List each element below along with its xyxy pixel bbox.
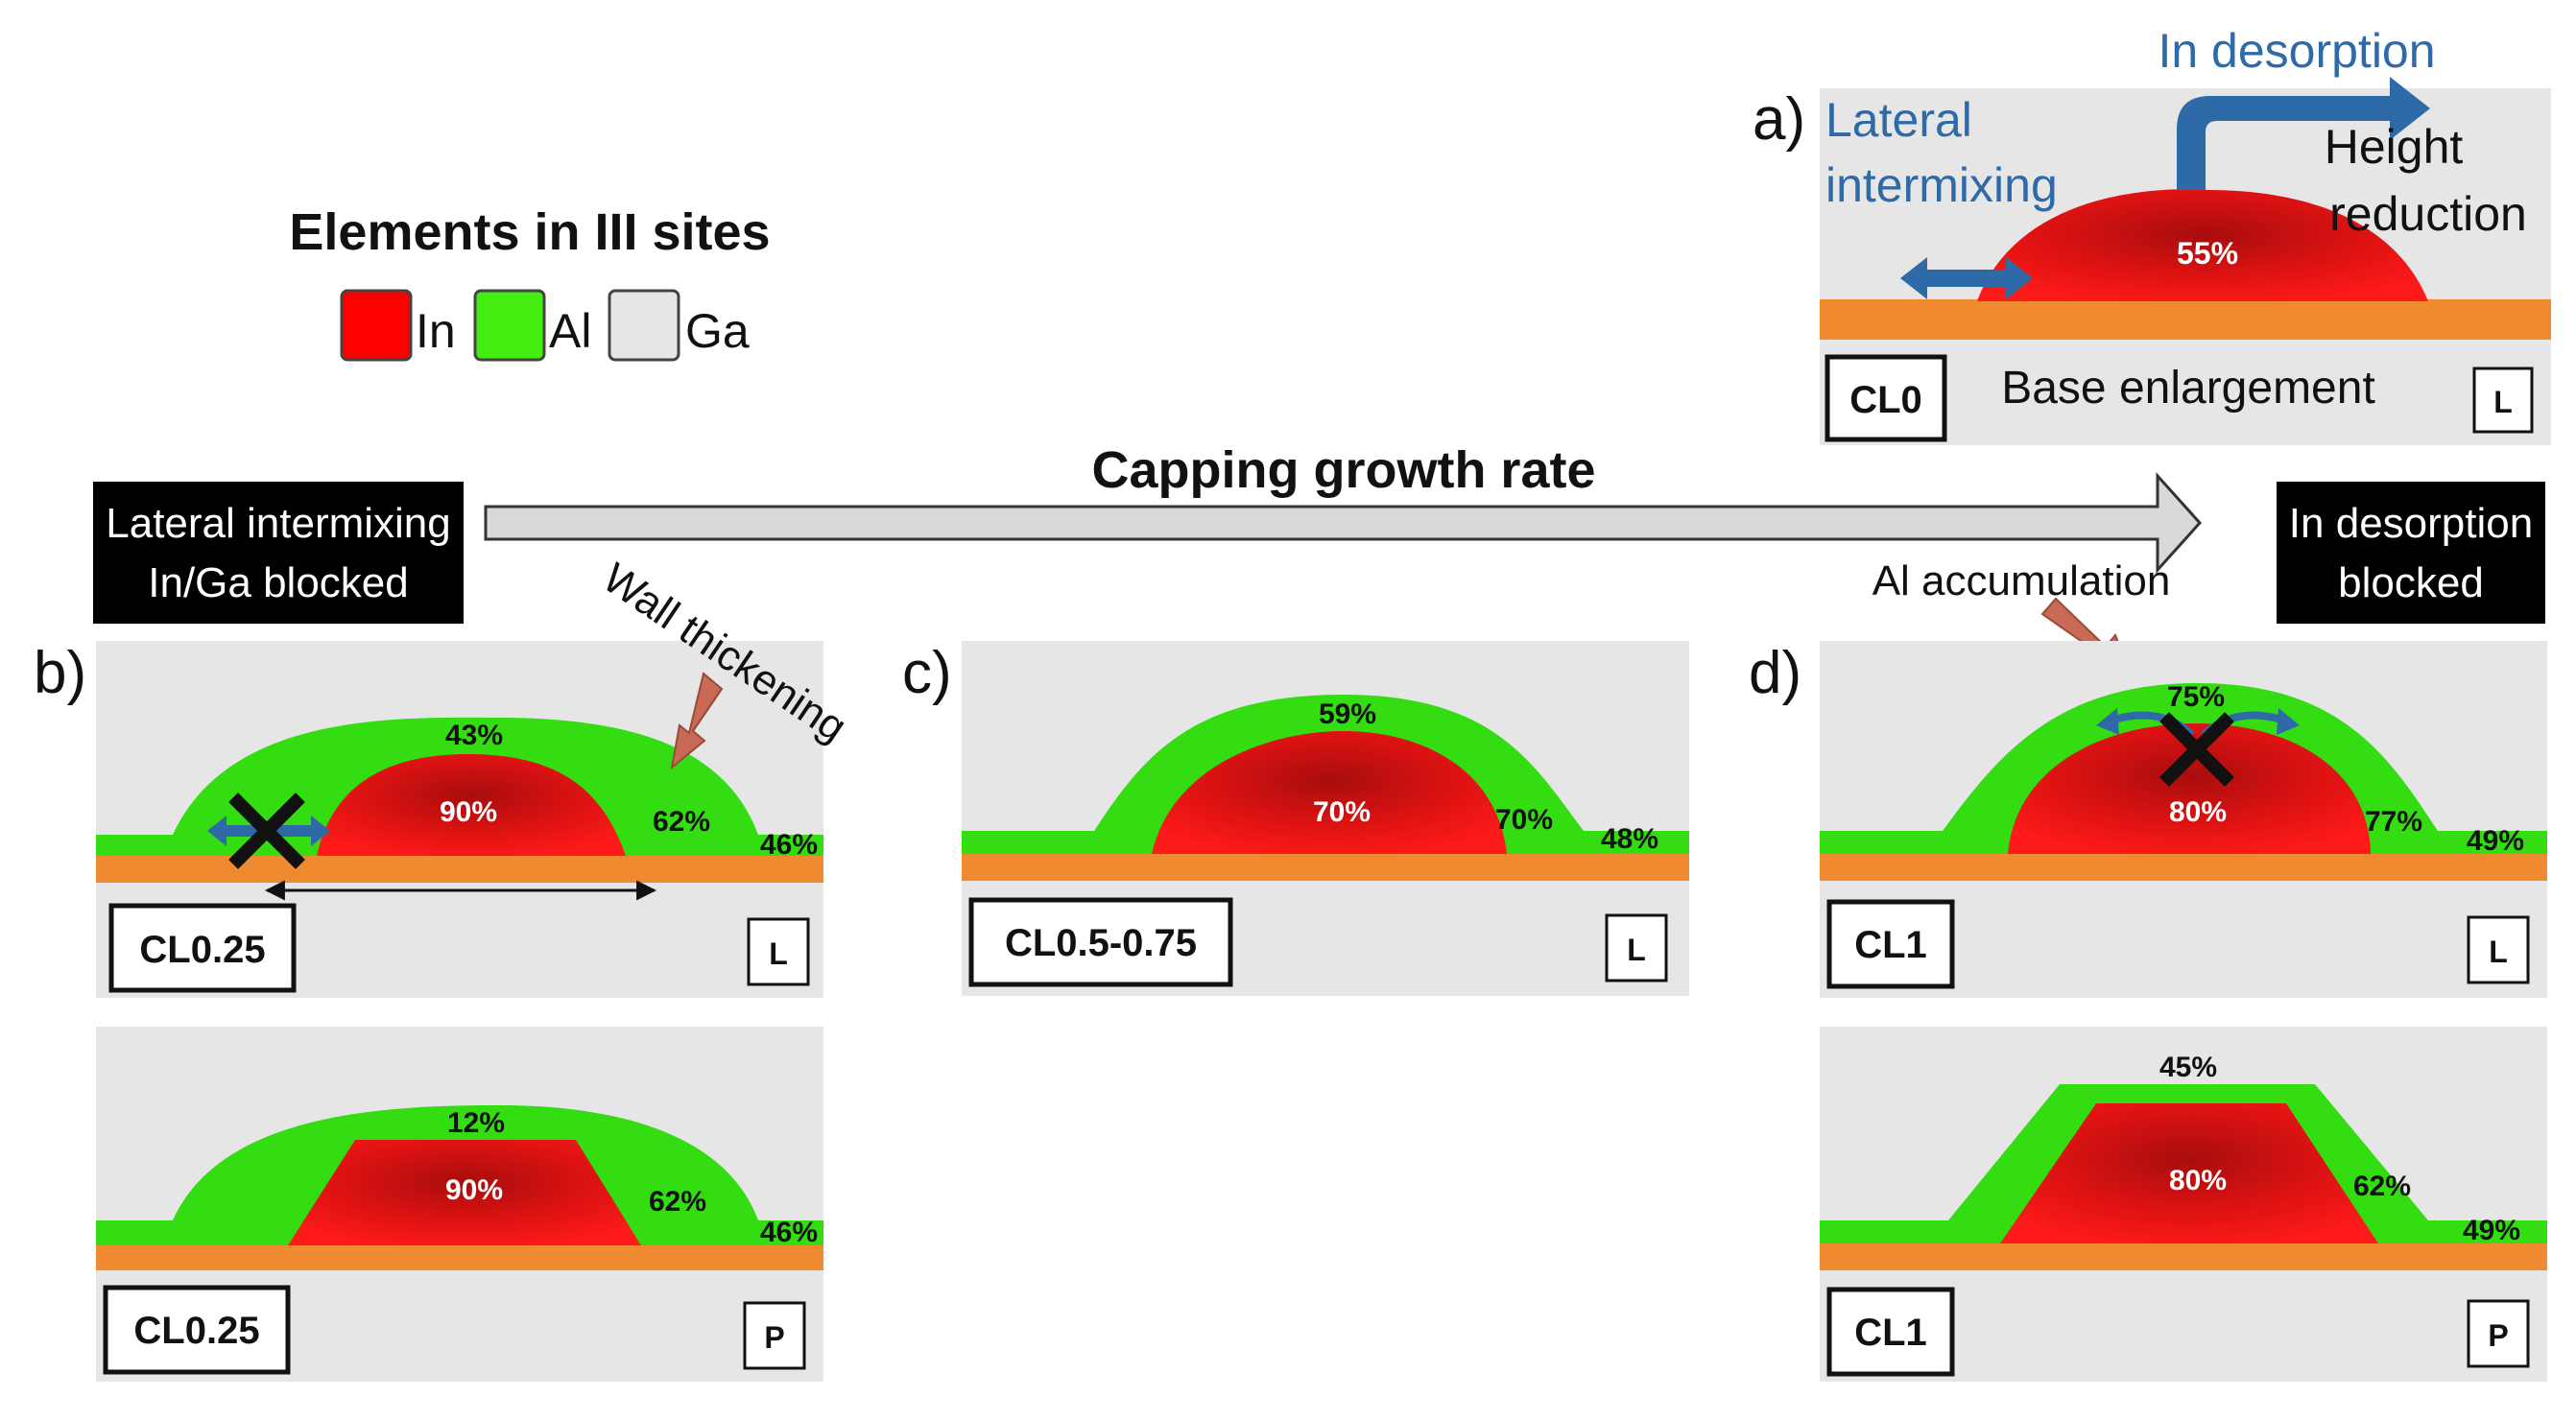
panel-b-top-sample: CL0.25: [139, 929, 265, 971]
panel-d-bottom-cap-pct: 45%: [2159, 1052, 2217, 1083]
panel-a-caption: Base enlargement: [2001, 363, 2375, 414]
panel-d-top-wet-pct: 49%: [2467, 825, 2524, 857]
left-box-line1: Lateral intermixing: [106, 500, 451, 547]
panel-d-bottom-sample: CL1: [1854, 1312, 1927, 1354]
panel-b-top-wet-pct: 46%: [760, 829, 818, 861]
panel-b-bottom-core-pct: 90%: [445, 1174, 503, 1206]
legend-swatch-in: [340, 289, 413, 362]
panel-b-top-cap-pct: 43%: [445, 720, 503, 751]
panel-d-bottom-sample-box: [1826, 1287, 1955, 1377]
height-label-line1: Height: [2325, 120, 2464, 174]
legend: Elements in III sites In Al Ga: [289, 203, 771, 362]
right-box-line2: blocked: [2338, 559, 2484, 606]
panel-a-substrate: [1820, 299, 2551, 340]
panel-d-bottom-view-box: [2467, 1299, 2530, 1368]
panel-b-top-view-box: [747, 917, 810, 986]
panel-b-top-substrate: [96, 856, 823, 883]
wall-thickening-arrow: [670, 672, 724, 770]
panel-d-bottom-side-pct: 62%: [2353, 1171, 2411, 1202]
left-box-line2: In/Ga blocked: [148, 559, 409, 606]
panel-d-top-left-arrowhead: [2096, 708, 2119, 735]
panel-a-sample: CL0: [1849, 379, 1922, 421]
panel-c-letter: c): [902, 640, 952, 706]
panel-d-top-sample: CL1: [1854, 924, 1927, 966]
right-box-line1: In desorption: [2289, 500, 2533, 547]
panel-c-cap-pct: 59%: [1319, 698, 1376, 730]
panel-a: a) 55% In desorption Lateral intermixing…: [1753, 24, 2551, 445]
panel-b-top-core-pct: 90%: [440, 796, 497, 828]
panel-b-bottom-substrate: [96, 1245, 823, 1270]
panel-d-bottom: 45% 80% 62% 49% CL1 P: [1820, 1027, 2547, 1382]
panel-b-top-in-dot: [317, 754, 626, 856]
panel-c-sample: CL0.5-0.75: [1005, 922, 1197, 964]
panel-d-bottom-core-pct: 80%: [2169, 1165, 2227, 1196]
panel-c-core-pct: 70%: [1313, 796, 1371, 828]
panel-b-bottom: 12% 90% 62% 46% CL0.25 P: [96, 1027, 823, 1382]
panel-b-top-view: L: [769, 936, 788, 971]
panel-a-letter: a): [1753, 86, 1805, 153]
panel-a-in-dot: [1977, 189, 2428, 301]
panel-b-bottom-sample: CL0.25: [133, 1310, 259, 1352]
panel-c-in-dot: [1152, 731, 1507, 854]
panel-d-top-view-box: [2467, 915, 2530, 984]
panel-c-sample-box: [968, 897, 1233, 987]
panel-d-top-in-dot: [2008, 723, 2371, 854]
al-accumulation-label: Al accumulation: [1872, 557, 2171, 604]
panel-d-top-cap-pct: 75%: [2167, 681, 2225, 713]
blocked-x-icon: [228, 793, 305, 869]
legend-label-al: Al: [549, 304, 591, 358]
lateral-label-line1: Lateral: [1825, 93, 1972, 147]
legend-swatch-ga: [608, 289, 680, 362]
lateral-label-line2: intermixing: [1825, 158, 2058, 212]
panel-c-substrate: [962, 854, 1689, 881]
legend-title: Elements in III sites: [289, 203, 770, 261]
panel-d-top-side-pct: 77%: [2365, 806, 2422, 838]
panel-c-view: L: [1627, 933, 1646, 967]
panel-d-top-substrate: [1820, 854, 2547, 881]
panel-b-bottom-side-pct: 62%: [649, 1186, 706, 1218]
panel-a-view-box: [2472, 367, 2534, 434]
panel-c: c) 59% 70% 70% 48% CL0.5-0.75 L: [902, 640, 1689, 996]
panel-a-sample-box: [1825, 354, 1947, 442]
lateral-double-arrow: [1900, 257, 2033, 299]
panel-d-top-sample-box: [1826, 899, 1955, 989]
panel-d-bottom-substrate: [1820, 1243, 2547, 1270]
panel-d-bottom-wet-pct: 49%: [2463, 1215, 2520, 1246]
panel-a-in-pct: 55%: [2177, 236, 2238, 271]
panel-d-letter: d): [1749, 640, 1801, 706]
panel-b-bottom-view: P: [764, 1320, 784, 1355]
panel-b-top: b) 43% 90% 62% 46% Wall thickening CL0.2…: [34, 555, 855, 998]
panel-b-letter: b): [34, 640, 86, 706]
panel-a-view: L: [2493, 385, 2513, 419]
panel-b-bottom-cap-pct: 12%: [447, 1107, 505, 1139]
legend-swatch-al: [473, 289, 546, 362]
panel-d-top-right-arrowhead: [2277, 708, 2300, 735]
blocked-desorption-x-icon: [2159, 712, 2234, 787]
panel-c-wet-pct: 48%: [1601, 823, 1658, 855]
legend-label-in: In: [416, 304, 456, 358]
in-desorption-label: In desorption: [2158, 24, 2435, 78]
height-label-line2: reduction: [2329, 187, 2527, 241]
panel-c-side-pct: 70%: [1495, 804, 1553, 836]
right-box: [2277, 482, 2545, 624]
panel-d-bottom-view: P: [2488, 1318, 2508, 1353]
axis-title: Capping growth rate: [1092, 441, 1596, 499]
panel-d-top-core-pct: 80%: [2169, 796, 2227, 828]
panel-d-top: d) Al accumulation 75% 80% 77% 49% CL1 L: [1749, 557, 2547, 998]
left-box: [93, 482, 464, 624]
panel-b-top-sample-box: [108, 903, 297, 993]
in-desorption-arrow: [2177, 77, 2430, 190]
panel-b-top-side-pct: 62%: [653, 806, 710, 838]
capping-axis: Capping growth rate Lateral intermixing …: [93, 441, 2545, 624]
panel-b-bottom-view-box: [743, 1301, 806, 1370]
legend-label-ga: Ga: [685, 304, 750, 358]
panel-b-bottom-in-trapezoid: [288, 1140, 641, 1245]
panel-b-bottom-sample-box: [103, 1285, 291, 1375]
panel-d-bottom-in-trapezoid: [2000, 1103, 2378, 1243]
panel-d-top-view: L: [2489, 935, 2508, 969]
panel-c-view-box: [1605, 913, 1668, 982]
growth-rate-arrow: [484, 472, 2203, 574]
panel-b-bottom-wet-pct: 46%: [760, 1217, 818, 1248]
